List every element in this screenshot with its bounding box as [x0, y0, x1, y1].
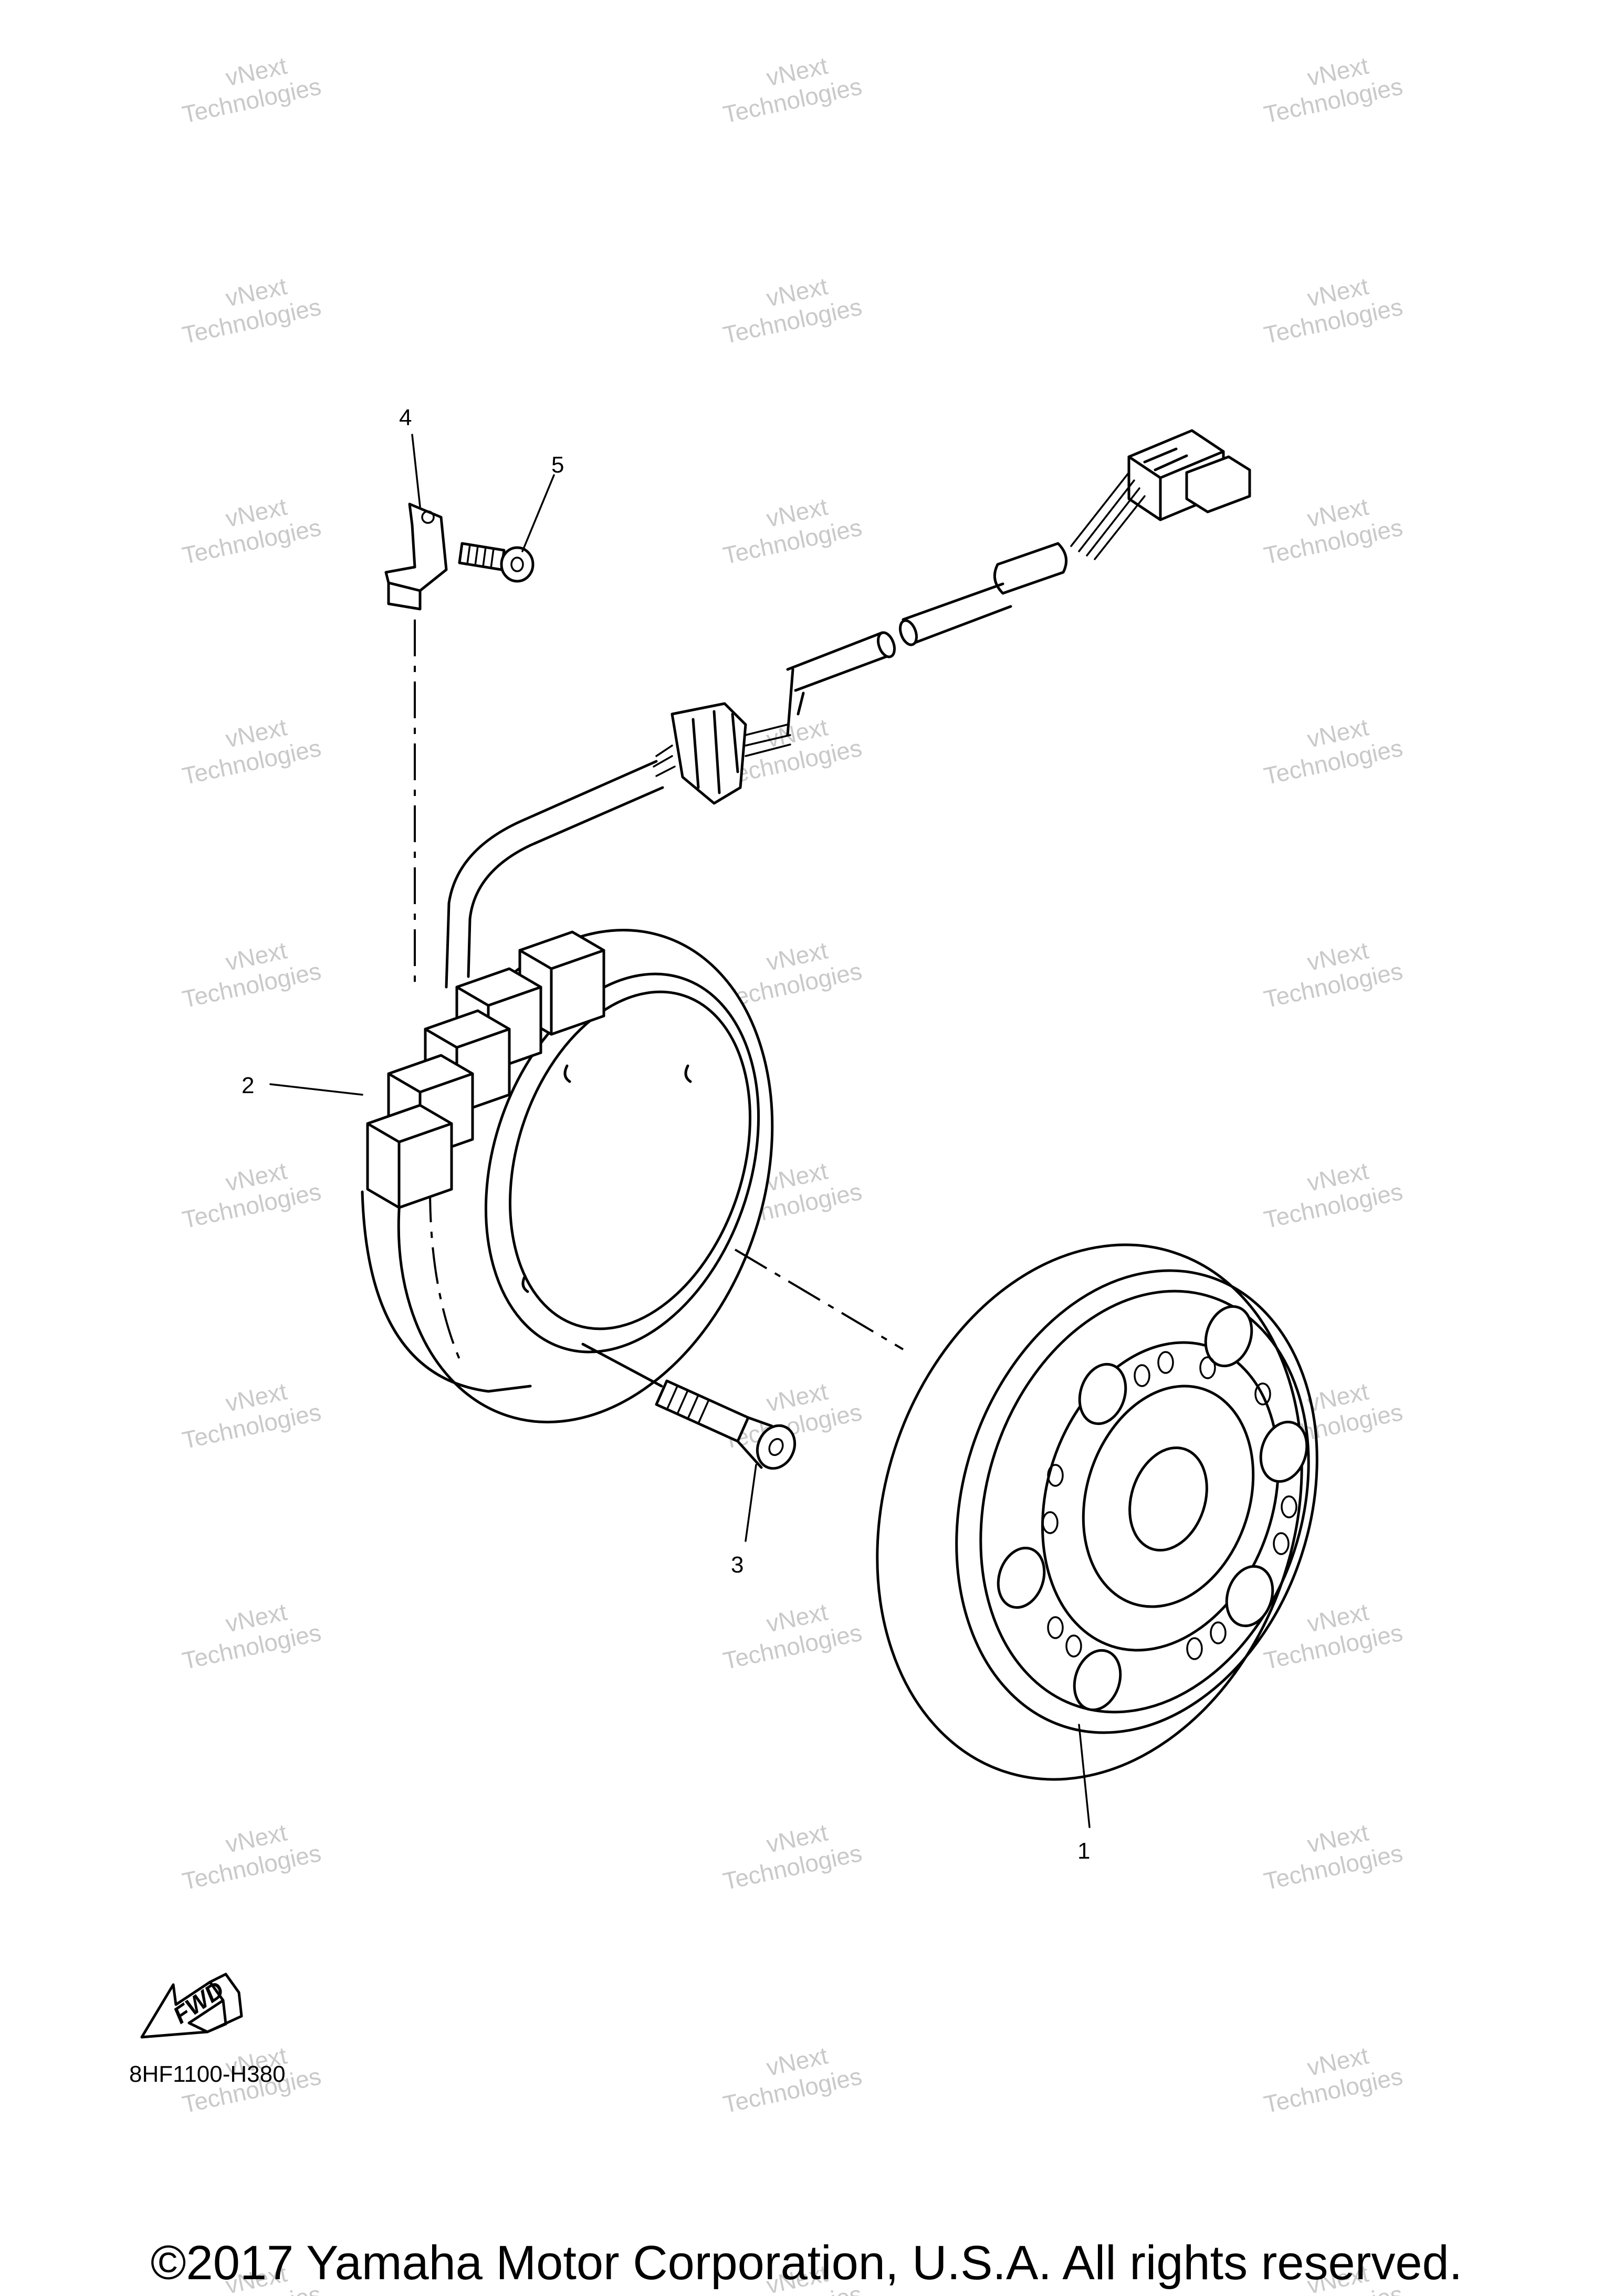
watermark-text: vNextTechnologies — [715, 2036, 864, 2119]
watermark-text: vNextTechnologies — [715, 487, 864, 570]
watermark-text: vNextTechnologies — [715, 266, 864, 349]
watermark-text: vNextTechnologies — [1256, 930, 1405, 1013]
watermark-text: vNextTechnologies — [174, 46, 323, 129]
watermark-text: vNextTechnologies — [715, 1812, 864, 1895]
wire-harness-coupler — [1070, 429, 1251, 560]
stator-assembly — [361, 929, 774, 1423]
watermark-text: vNextTechnologies — [1256, 487, 1405, 570]
watermark-text: vNextTechnologies — [174, 930, 323, 1013]
callout-5: 5 — [551, 452, 564, 478]
callout-4: 4 — [399, 405, 412, 431]
fwd-direction-arrow: FWD — [140, 1973, 243, 2039]
watermark-layer: vNextTechnologies vNextTechnologies vNextT… — [174, 46, 1405, 2296]
copyright-notice: ©2017 Yamaha Motor Corporation, U.S.A. A… — [150, 2236, 1463, 2290]
watermark-text: vNextTechnologies — [1256, 707, 1405, 790]
bracket-screw — [458, 542, 535, 583]
wire-sleeve-upper — [786, 542, 1068, 737]
stator-bolt — [581, 1343, 797, 1470]
grommet — [653, 702, 791, 805]
watermark-text: vNextTechnologies — [1256, 266, 1405, 349]
callout-2: 2 — [242, 1073, 254, 1098]
watermark-text: vNextTechnologies — [174, 707, 323, 790]
watermark-text: vNextTechnologies — [174, 266, 323, 349]
watermark-text: vNextTechnologies — [174, 1812, 323, 1895]
watermark-text: vNextTechnologies — [174, 1151, 323, 1234]
stator-lead-wire — [445, 760, 664, 989]
watermark-text: vNextTechnologies — [174, 1592, 323, 1675]
callout-1: 1 — [1077, 1838, 1090, 1864]
callout-3: 3 — [731, 1552, 743, 1578]
rotor-flywheel — [876, 1243, 1318, 1781]
lead-wire-bracket — [384, 502, 448, 611]
watermark-text: vNextTechnologies — [1256, 1592, 1405, 1675]
watermark-text: vNextTechnologies — [1256, 1812, 1405, 1895]
callout-leaders — [269, 434, 1091, 1828]
watermark-text: vNextTechnologies — [1256, 1151, 1405, 1234]
watermark-text: vNextTechnologies — [1256, 2036, 1405, 2119]
watermark-text: vNextTechnologies — [1256, 46, 1405, 129]
diagram-code: 8HF1100-H380 — [129, 2061, 286, 2087]
watermark-text: vNextTechnologies — [715, 1592, 864, 1675]
watermark-text: vNextTechnologies — [174, 487, 323, 570]
watermark-text: vNextTechnologies — [174, 1371, 323, 1454]
axis-centerline — [734, 1249, 904, 1350]
watermark-text: vNextTechnologies — [715, 46, 864, 129]
